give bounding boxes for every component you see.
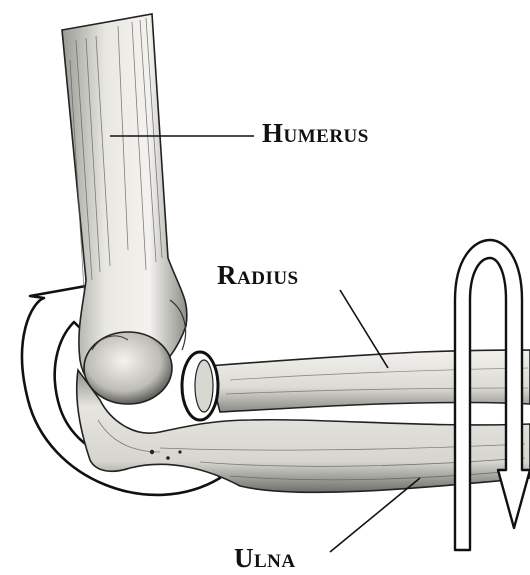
- humerus-label: Humerus: [262, 120, 369, 147]
- radius-label: Radius: [217, 262, 299, 289]
- humerus-bone: [62, 14, 187, 404]
- ulna-label: Ulna: [234, 545, 296, 572]
